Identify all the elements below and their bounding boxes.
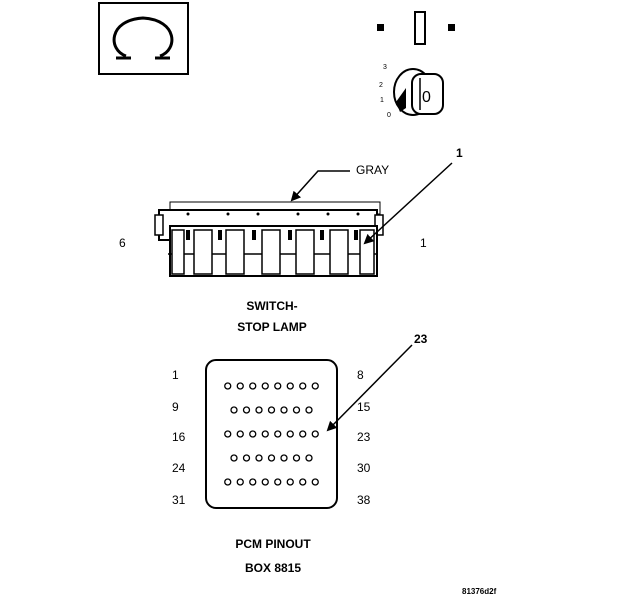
pcm-pin-hole [311,430,319,438]
pcm-pin-hole [224,478,232,486]
pcm-pin-hole [224,430,232,438]
pcm-pin-hole [280,406,288,414]
pcm-pin-hole [230,454,238,462]
pcm-pin-hole [255,406,263,414]
pcm-pin-hole [267,406,276,414]
pcm-pin-hole [236,430,244,438]
pcm-pin-grid [224,382,319,486]
pcm-pin-hole [255,454,263,462]
pcm-pin-hole [249,382,257,390]
pcm-pin-hole [299,430,307,438]
pcm-title-line2: BOX 8815 [244,561,302,575]
ohmmeter-omega-icon [98,2,189,75]
pcm-pin-hole [274,382,282,390]
figure-id: 81376d2f [462,587,497,596]
ignition-slot-icon [377,11,455,45]
pcm-pin-hole [261,430,269,438]
pcm-pin-hole [249,478,257,486]
pcm-pin-hole [249,430,257,438]
callout-1-arrow [363,162,453,245]
pcm-pin-hole [286,430,294,438]
pcm-connector [205,359,338,509]
callout-23-arrow [326,344,413,432]
pcm-row1-right-pin: 8 [357,368,364,382]
pcm-row5-right-pin: 38 [357,493,371,507]
pcm-pin-hole [242,406,251,414]
pcm-pin-hole [236,478,244,486]
pcm-pin-hole [230,406,238,414]
callout-1-number: 1 [456,146,463,160]
pcm-row4-left-pin: 24 [172,461,186,475]
switch-title-line1: SWITCH- [246,299,298,313]
pcm-title-line1: PCM PINOUT [235,537,311,551]
ignition-position-1: 1 [380,97,384,104]
callout-23-number: 23 [414,332,428,346]
pcm-row2-right-pin: 15 [357,400,371,414]
pcm-row4-right-pin: 30 [357,461,371,475]
pcm-row3-right-pin: 23 [357,430,371,444]
pcm-pin-hole [224,382,232,390]
gray-wire-leader [290,170,350,202]
pcm-pin-hole [305,406,313,414]
pcm-pin-hole [261,478,269,486]
pcm-pin-hole [280,454,288,462]
pcm-row1-left-pin: 1 [172,368,179,382]
pcm-pin-hole [299,478,307,486]
pcm-row5-left-pin: 31 [172,493,186,507]
pcm-pin-hole [292,406,301,414]
pcm-pin-hole [292,454,301,462]
gray-wire-label: GRAY [356,163,390,177]
pcm-pin-hole [286,478,294,486]
pcm-pin-hole [311,382,319,390]
pcm-pin-hole [236,382,244,390]
pcm-pin-hole [242,454,251,462]
pcm-pin-hole [311,478,319,486]
ignition-position-0: 0 [387,112,391,119]
pcm-row2-left-pin: 9 [172,400,179,414]
pcm-pin-hole [274,478,282,486]
pcm-pin-hole [261,382,269,390]
switch-pin-1-label: 1 [420,236,427,250]
switch-pin-6-label: 6 [119,236,126,250]
ignition-position-3: 3 [383,64,387,71]
pcm-pin-hole [299,382,307,390]
ignition-key-switch-icon [393,68,444,116]
switch-title-line2: STOP LAMP [237,320,307,334]
ignition-position-2: 2 [379,82,383,89]
pcm-row3-left-pin: 16 [172,430,186,444]
pcm-pin-hole [286,382,294,390]
ignition-key-label: 0 [422,89,431,106]
pcm-pin-hole [305,454,313,462]
pcm-pin-hole [274,430,282,438]
pcm-pin-hole [267,454,276,462]
stop-lamp-switch-connector [154,201,384,277]
